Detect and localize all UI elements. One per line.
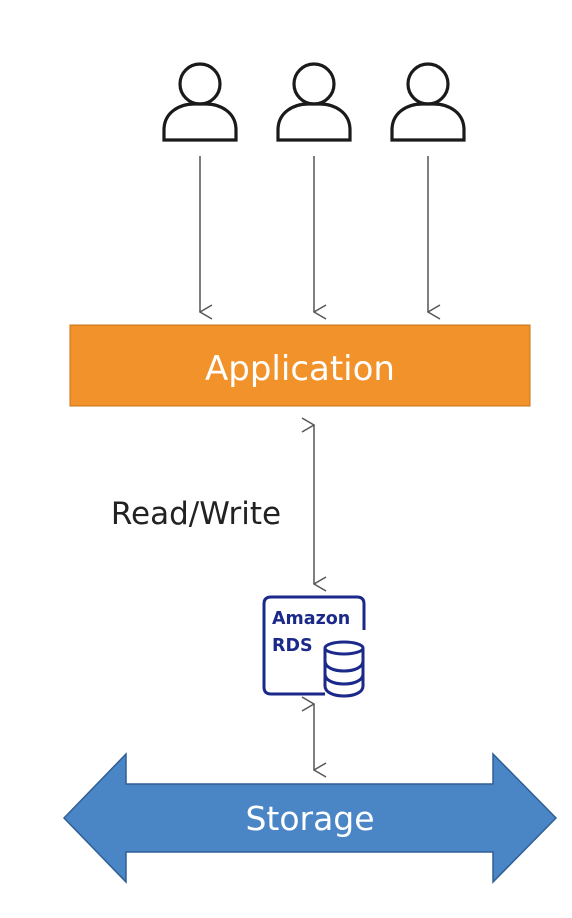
rds-rds-text: RDS xyxy=(272,636,313,656)
database-cylinder-icon xyxy=(323,640,365,698)
rds-amazon-text: Amazon xyxy=(272,609,350,629)
amazon-rds-icon: Amazon RDS xyxy=(262,595,366,698)
application-box xyxy=(69,324,531,407)
application-label: Application xyxy=(205,349,395,389)
user-icon xyxy=(162,62,238,142)
storage-label: Storage xyxy=(245,799,374,838)
read-write-label: Read/Write xyxy=(111,496,281,532)
user-icon xyxy=(276,62,352,142)
user-icon xyxy=(390,62,466,142)
storage-double-arrow xyxy=(62,752,558,884)
